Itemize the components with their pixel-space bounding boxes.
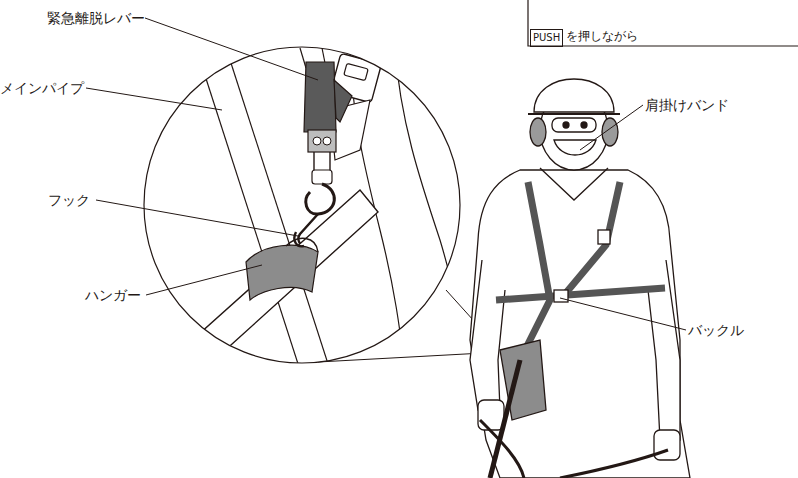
part-label: 緊急離脱レバー: [47, 10, 145, 26]
leader-line: [86, 18, 686, 330]
zoom-detail: [144, 47, 470, 382]
button-label: PUSH: [530, 29, 563, 47]
part-label: フック: [48, 192, 90, 208]
note-text: を押しながら: [566, 28, 638, 44]
part-label: 肩掛けバンド: [645, 97, 729, 113]
part-label: メインパイプ: [0, 80, 84, 96]
note-box: [528, 0, 798, 46]
zoom-circle: [144, 47, 460, 363]
part-label: ハンガー: [85, 287, 141, 303]
part-label: バックル: [688, 322, 744, 338]
worker-figure: [470, 79, 690, 478]
